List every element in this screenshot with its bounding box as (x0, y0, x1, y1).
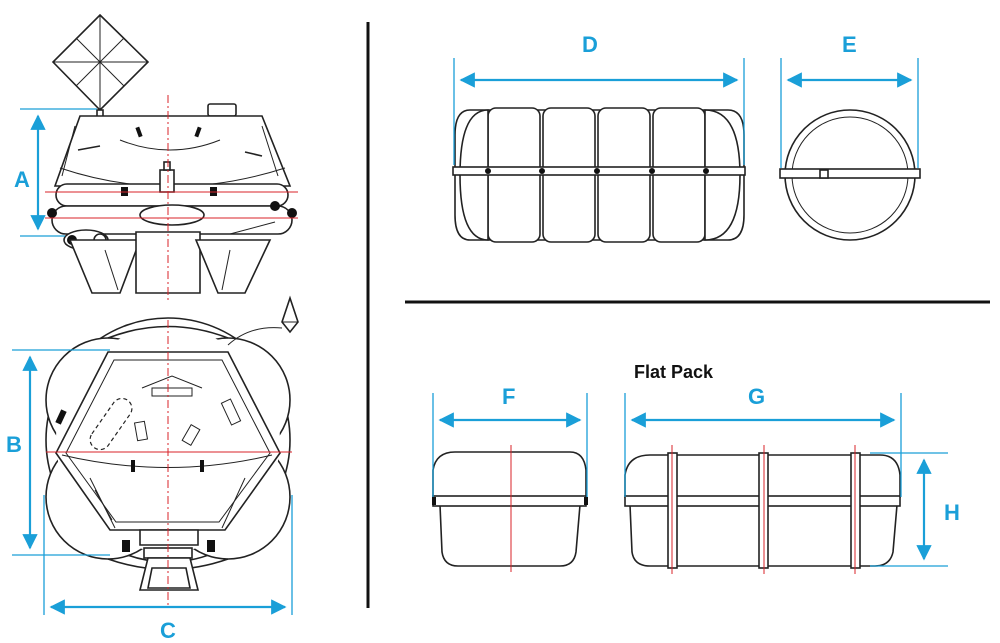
sea-anchor-kite (51, 13, 150, 119)
dimension-h: H (870, 452, 960, 567)
liferaft-side-view (45, 13, 298, 300)
liferaft-top-view (45, 295, 299, 605)
dimension-g: G (624, 384, 902, 497)
dimension-d: D (453, 32, 745, 165)
label-g: G (748, 384, 765, 409)
label-d: D (582, 32, 598, 57)
canister-side-view (452, 107, 746, 243)
dimension-a: A (14, 108, 97, 237)
dimension-e: E (780, 32, 919, 168)
flat-pack-caption: Flat Pack (634, 362, 714, 382)
label-h: H (944, 500, 960, 525)
flat-pack-end-view (432, 445, 588, 572)
label-a: A (14, 167, 30, 192)
label-f: F (502, 384, 515, 409)
label-e: E (842, 32, 857, 57)
dimension-b: B (6, 349, 110, 556)
canister-end-view (779, 109, 921, 241)
dimension-c: C (43, 495, 293, 643)
label-c: C (160, 618, 176, 643)
flat-pack-side-view (624, 445, 901, 574)
label-b: B (6, 432, 22, 457)
dimension-f: F (432, 384, 588, 497)
